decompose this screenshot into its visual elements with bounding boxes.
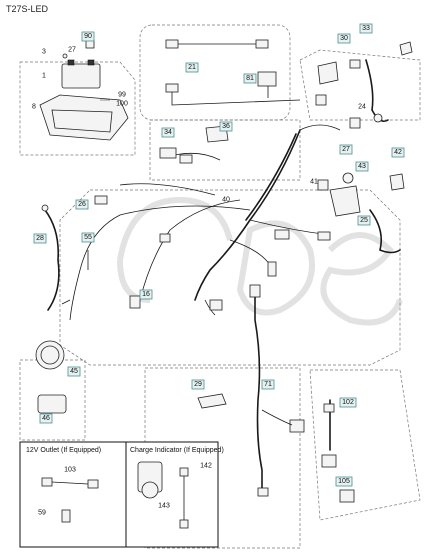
callout-27b: 27 (339, 144, 353, 155)
callout-1: 1 (42, 73, 46, 80)
callout-30: 30 (337, 33, 351, 44)
lower-harness (197, 284, 355, 503)
callout-143: 143 (158, 503, 170, 510)
svg-text:1: 1 (42, 73, 46, 80)
callout-3: 3 (42, 49, 46, 56)
svg-text:71: 71 (264, 381, 272, 388)
model-label: T27S-LED (6, 4, 49, 14)
callout-34: 34 (161, 127, 175, 138)
callout-45: 45 (67, 366, 81, 377)
svg-text:26: 26 (78, 201, 86, 208)
callout-27a: 27 (68, 47, 76, 54)
svg-text:45: 45 (70, 368, 78, 375)
svg-text:30: 30 (340, 35, 348, 42)
svg-text:29: 29 (194, 381, 202, 388)
callout-99: 99 (118, 92, 126, 99)
headlight-harness (165, 39, 301, 106)
svg-text:21: 21 (188, 64, 196, 71)
svg-text:41: 41 (310, 179, 318, 186)
svg-text:27: 27 (68, 47, 76, 54)
svg-text:105: 105 (338, 478, 350, 485)
callout-28: 28 (33, 233, 47, 244)
outlet-inset (19, 441, 127, 548)
svg-text:46: 46 (42, 415, 50, 422)
left-wires (41, 204, 89, 311)
callout-21: 21 (185, 62, 199, 73)
callout-8: 8 (32, 104, 36, 111)
svg-text:34: 34 (164, 129, 172, 136)
callout-142: 142 (200, 463, 212, 470)
callout-55: 55 (81, 232, 95, 243)
gauges (35, 340, 67, 414)
outlet-inset-title: 12V Outlet (If Equipped) (26, 447, 101, 454)
callout-102: 102 (339, 397, 357, 408)
callout-81: 81 (243, 73, 257, 84)
watermark (117, 196, 403, 326)
svg-text:16: 16 (142, 291, 150, 298)
svg-text:81: 81 (246, 75, 254, 82)
switch-parts (159, 125, 405, 254)
callout-46: 46 (39, 413, 53, 424)
callout-41: 41 (310, 179, 318, 186)
callout-103: 103 (64, 467, 76, 474)
svg-text:42: 42 (394, 149, 402, 156)
svg-text:99: 99 (118, 92, 126, 99)
callout-42: 42 (391, 147, 405, 158)
svg-text:43: 43 (358, 163, 366, 170)
callout-90: 90 (81, 31, 95, 42)
svg-text:142: 142 (200, 463, 212, 470)
svg-text:59: 59 (38, 510, 46, 517)
svg-text:40: 40 (222, 197, 230, 204)
charge-inset (125, 441, 219, 548)
callout-24: 24 (358, 104, 366, 111)
callout-36: 36 (219, 121, 233, 132)
svg-text:3: 3 (42, 49, 46, 56)
battery-assembly (39, 39, 129, 141)
svg-text:33: 33 (362, 25, 370, 32)
callout-40: 40 (222, 197, 230, 204)
svg-text:25: 25 (360, 217, 368, 224)
svg-text:102: 102 (342, 399, 354, 406)
callout-26: 26 (75, 199, 89, 210)
svg-text:36: 36 (222, 123, 230, 130)
callout-43: 43 (355, 161, 369, 172)
svg-text:28: 28 (36, 235, 44, 242)
callout-100: 100 (116, 101, 128, 108)
callout-71: 71 (261, 379, 275, 390)
charge-inset-title: Charge Indicator (If Equipped) (130, 447, 224, 454)
svg-text:103: 103 (64, 467, 76, 474)
svg-text:8: 8 (32, 104, 36, 111)
svg-text:55: 55 (84, 234, 92, 241)
svg-text:100: 100 (116, 101, 128, 108)
svg-text:24: 24 (358, 104, 366, 111)
right-upper-parts (315, 41, 413, 129)
callout-105: 105 (335, 476, 353, 487)
svg-text:143: 143 (158, 503, 170, 510)
callout-16: 16 (139, 289, 153, 300)
svg-text:90: 90 (84, 33, 92, 40)
main-harness (69, 124, 341, 321)
callout-25: 25 (357, 215, 371, 226)
callout-29: 29 (191, 379, 205, 390)
callout-33: 33 (359, 23, 373, 34)
svg-text:27: 27 (342, 146, 350, 153)
callout-59: 59 (38, 510, 46, 517)
